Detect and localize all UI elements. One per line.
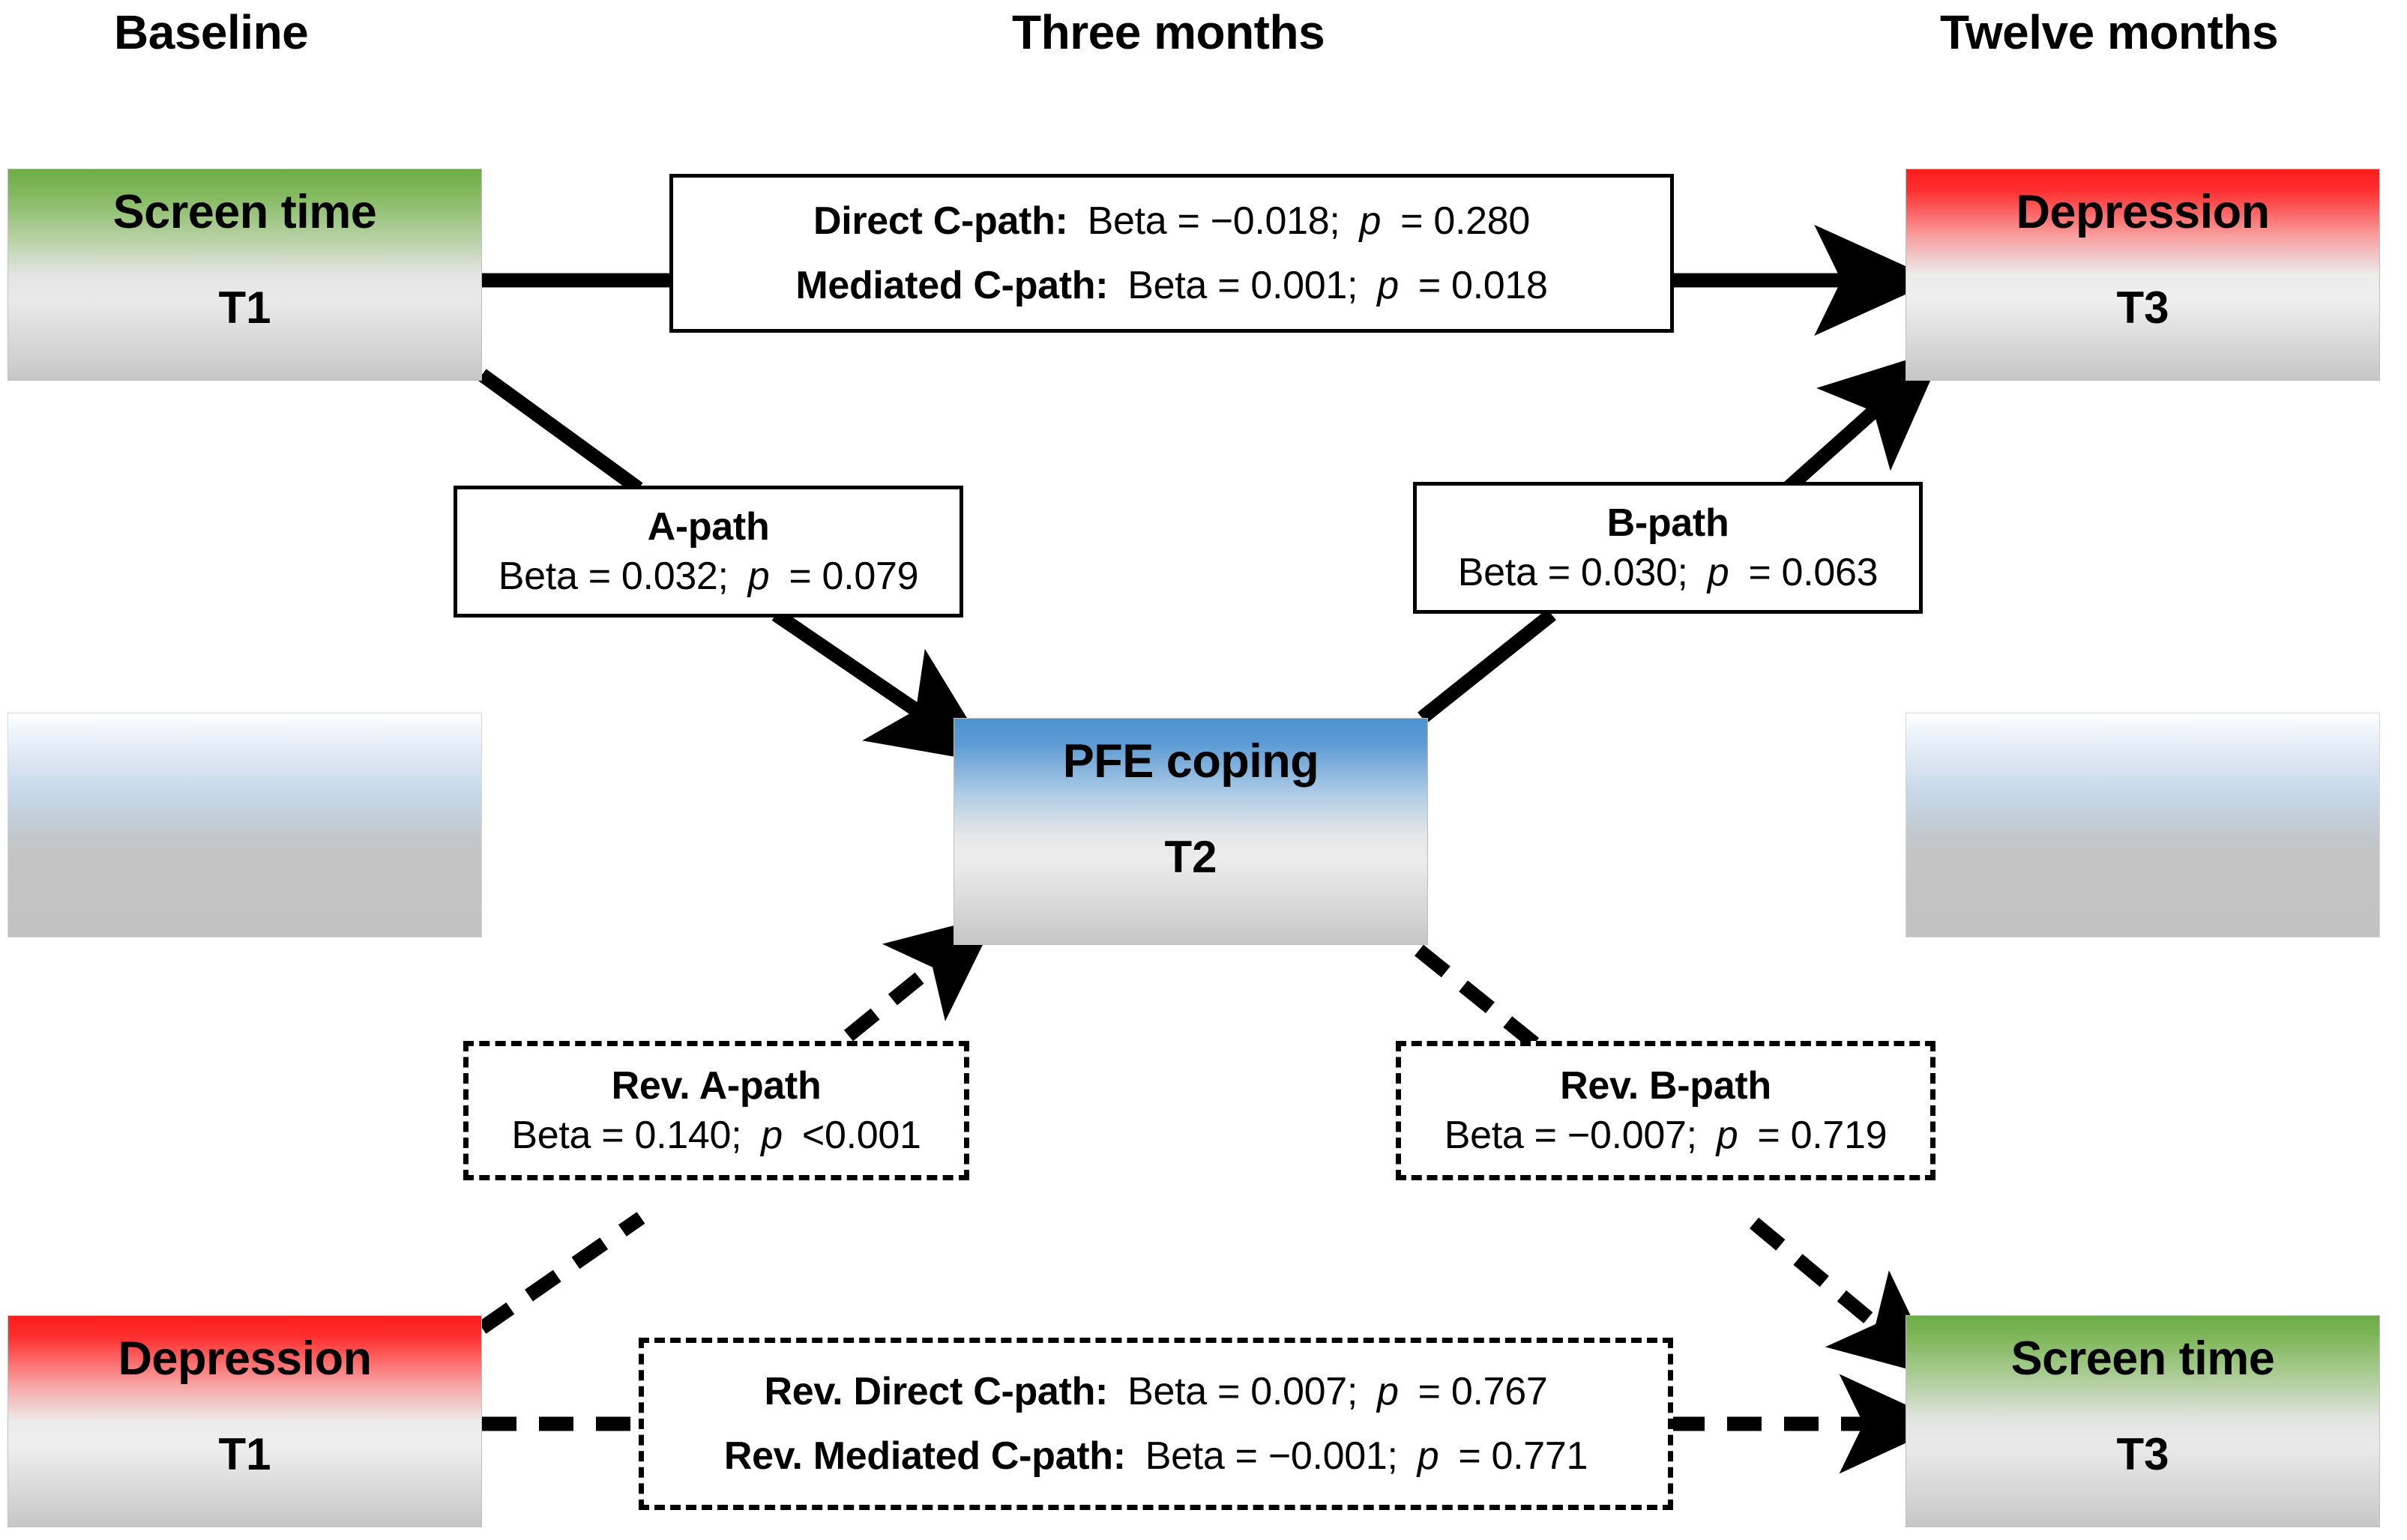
rev-c-path-box[interactable]: Rev. Direct C-path: Beta = 0.007; p = 0.… xyxy=(639,1338,1673,1510)
node-timepoint: T2 xyxy=(1164,832,1217,882)
node-title: PFE coping xyxy=(1062,735,1319,788)
rev-a-path-p-symbol: p xyxy=(761,1114,783,1157)
rev-a-path-stats-row: Beta = 0.140; p <0.001 xyxy=(511,1116,921,1155)
column-header-three-months: Three months xyxy=(1012,5,1325,59)
b-path-p-symbol: p xyxy=(1707,551,1729,594)
b-path-beta: Beta = 0.030; xyxy=(1457,551,1688,594)
rev-a-path-box[interactable]: Rev. A-path Beta = 0.140; p <0.001 xyxy=(463,1041,969,1180)
arrow-b-path xyxy=(1418,348,1945,724)
a-path-box[interactable]: A-path Beta = 0.032; p = 0.079 xyxy=(454,486,963,617)
c-path-box[interactable]: Direct C-path: Beta = −0.018; p = 0.280 … xyxy=(669,174,1674,333)
column-header-twelve-months: Twelve months xyxy=(1940,5,2279,59)
c-path-mediated-beta: Beta = 0.001; xyxy=(1127,264,1358,307)
node-timepoint: T3 xyxy=(2116,283,2169,333)
rev-c-path-mediated-label: Rev. Mediated C-path: xyxy=(723,1434,1126,1478)
a-path-title: A-path xyxy=(647,505,770,549)
a-path-beta: Beta = 0.032; xyxy=(498,555,729,598)
node-screen-time-t1[interactable]: Screen time T1 xyxy=(7,169,482,381)
rev-c-path-direct-beta: Beta = 0.007; xyxy=(1127,1370,1358,1413)
rev-b-path-p-value: = 0.719 xyxy=(1757,1114,1888,1157)
c-path-direct-beta: Beta = −0.018; xyxy=(1087,199,1340,243)
node-timepoint: T1 xyxy=(218,1429,271,1479)
b-path-title: B-path xyxy=(1606,501,1729,545)
a-path-p-value: = 0.079 xyxy=(789,555,919,598)
arrow-a-path xyxy=(478,369,995,764)
rev-c-path-mediated-p-symbol: p xyxy=(1417,1434,1439,1478)
b-path-box[interactable]: B-path Beta = 0.030; p = 0.063 xyxy=(1413,482,1923,614)
rev-c-path-direct-p-value: = 0.767 xyxy=(1418,1370,1548,1413)
rev-a-path-beta: Beta = 0.140; xyxy=(511,1114,742,1157)
node-timepoint: T1 xyxy=(218,283,271,333)
rev-c-path-direct-p-symbol: p xyxy=(1376,1370,1399,1413)
node-screen-time-t3[interactable]: Screen time T3 xyxy=(1906,1315,2380,1527)
column-header-baseline: Baseline xyxy=(114,5,309,59)
c-path-direct-row: Direct C-path: Beta = −0.018; p = 0.280 xyxy=(813,202,1530,241)
rev-c-path-mediated-beta: Beta = −0.001; xyxy=(1145,1434,1398,1478)
node-depression-t1[interactable]: Depression T1 xyxy=(7,1315,482,1527)
rev-a-path-title: Rev. A-path xyxy=(611,1064,822,1108)
a-path-p-symbol: p xyxy=(747,555,770,598)
c-path-mediated-row: Mediated C-path: Beta = 0.001; p = 0.018 xyxy=(795,264,1548,307)
rev-b-path-stats-row: Beta = −0.007; p = 0.719 xyxy=(1444,1114,1888,1157)
rev-c-path-mediated-p-value: = 0.771 xyxy=(1458,1434,1588,1478)
b-path-stats-row: Beta = 0.030; p = 0.063 xyxy=(1457,551,1879,594)
c-path-direct-p-symbol: p xyxy=(1359,199,1382,243)
node-depression-t3[interactable]: Depression T3 xyxy=(1906,169,2380,381)
a-path-stats-row: Beta = 0.032; p = 0.079 xyxy=(498,555,919,598)
b-path-p-value: = 0.063 xyxy=(1748,551,1879,594)
node-placeholder-right xyxy=(1906,713,2380,937)
c-path-mediated-p-symbol: p xyxy=(1377,264,1399,307)
node-placeholder-left xyxy=(7,713,482,937)
c-path-mediated-p-value: = 0.018 xyxy=(1418,264,1548,307)
node-title: Depression xyxy=(118,1332,372,1385)
arrow-rev-b-path xyxy=(1415,944,1941,1378)
node-timepoint: T3 xyxy=(2116,1429,2169,1479)
rev-b-path-p-symbol: p xyxy=(1716,1114,1738,1157)
node-title: Screen time xyxy=(112,186,377,238)
rev-c-path-direct-label: Rev. Direct C-path: xyxy=(764,1370,1109,1413)
c-path-direct-label: Direct C-path: xyxy=(813,199,1068,243)
node-title: Screen time xyxy=(2010,1332,2275,1385)
node-pfe-coping-t2[interactable]: PFE coping T2 xyxy=(954,718,1428,945)
rev-a-path-p-value: <0.001 xyxy=(801,1114,921,1157)
rev-c-path-direct-row: Rev. Direct C-path: Beta = 0.007; p = 0.… xyxy=(765,1372,1548,1411)
rev-b-path-box[interactable]: Rev. B-path Beta = −0.007; p = 0.719 xyxy=(1396,1041,1935,1180)
c-path-direct-p-value: = 0.280 xyxy=(1400,199,1531,243)
rev-b-path-beta: Beta = −0.007; xyxy=(1444,1114,1697,1157)
rev-b-path-title: Rev. B-path xyxy=(1560,1064,1771,1108)
c-path-mediated-label: Mediated C-path: xyxy=(795,264,1109,307)
node-title: Depression xyxy=(2016,186,2270,238)
rev-c-path-mediated-row: Rev. Mediated C-path: Beta = −0.001; p =… xyxy=(724,1437,1588,1476)
